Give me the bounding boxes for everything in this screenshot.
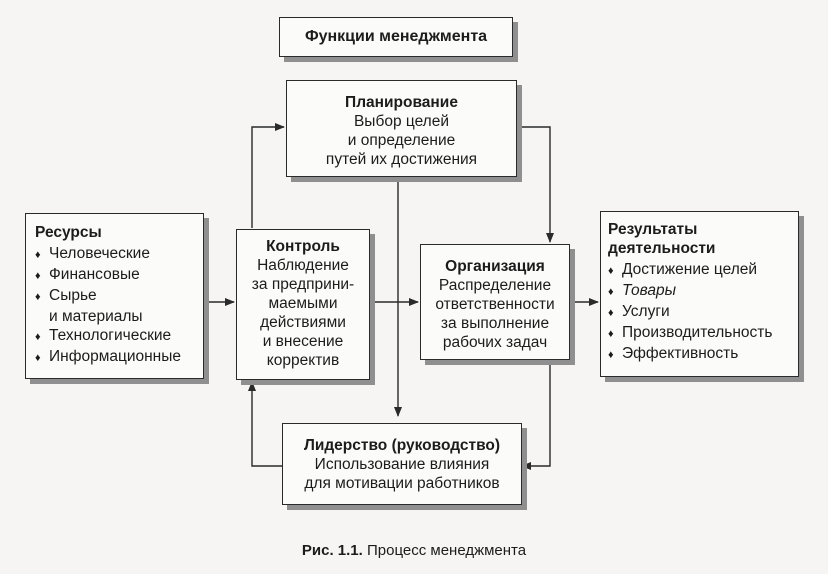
control-line: за предприни- <box>251 276 355 293</box>
bullet-icon: ♦ <box>35 291 41 303</box>
results-title: Результаты <box>608 221 698 238</box>
planning-box: Планирование Выбор целей и определение п… <box>286 80 517 177</box>
bullet-icon: ♦ <box>608 286 614 298</box>
list-item: ♦Информационные <box>35 347 203 368</box>
results-box: Результаты деятельности ♦Достижение целе… <box>600 211 799 377</box>
planning-title: Планирование <box>345 94 458 111</box>
list-item: ♦Финансовые <box>35 265 203 286</box>
results-list: ♦Достижение целей ♦Товары ♦Услуги ♦Произ… <box>608 260 798 365</box>
resources-box: Ресурсы ♦Человеческие ♦Финансовые ♦Сырье… <box>25 213 204 379</box>
results-title: деятельности <box>608 240 716 257</box>
bullet-icon: ♦ <box>35 270 41 282</box>
leadership-title: Лидерство (руководство) <box>303 437 501 454</box>
planning-line: и определение <box>347 132 456 149</box>
control-line: маемыми <box>268 295 338 312</box>
list-item: ♦Сырье <box>35 286 203 307</box>
control-line: корректив <box>266 352 340 369</box>
leadership-box: Лидерство (руководство) Использование вл… <box>282 423 522 505</box>
bullet-icon: ♦ <box>35 331 41 343</box>
organization-title: Организация <box>445 258 545 275</box>
bullet-icon: ♦ <box>608 349 614 361</box>
control-line: действиями <box>260 314 346 331</box>
arrow-leadership-to-control <box>248 381 282 467</box>
arrow-control-to-planning <box>251 123 285 228</box>
organization-line: за выполнение <box>440 315 550 332</box>
list-item: ♦Услуги <box>608 302 798 323</box>
list-item: ♦Достижение целей <box>608 260 798 281</box>
leadership-line: для мотивации работников <box>304 475 500 492</box>
organization-box: Организация Распределение ответственност… <box>420 244 570 360</box>
planning-line: путей их достижения <box>325 151 478 168</box>
functions-header-box: Функции менеджмента <box>279 17 513 57</box>
caption-label: Рис. 1.1. <box>301 542 363 559</box>
list-item: ♦Эффективность <box>608 344 798 365</box>
control-line: Наблюдение <box>257 257 349 274</box>
resources-list: ♦Человеческие ♦Финансовые ♦Сырье и матер… <box>35 244 203 368</box>
caption-text: Процесс менеджмента <box>362 542 527 559</box>
bullet-icon: ♦ <box>35 352 41 364</box>
organization-line: ответственности <box>435 296 555 313</box>
bullet-icon: ♦ <box>608 328 614 340</box>
list-item: и материалы <box>49 308 143 325</box>
bullet-icon: ♦ <box>608 265 614 277</box>
list-item: ♦Технологические <box>35 326 203 347</box>
bullet-icon: ♦ <box>35 249 41 261</box>
organization-line: рабочих задач <box>442 334 548 351</box>
control-title: Контроль <box>266 238 340 255</box>
organization-line: Распределение <box>438 277 552 294</box>
control-box: Контроль Наблюдение за предприни- маемым… <box>236 229 370 380</box>
list-item: ♦Товары <box>608 281 798 302</box>
list-item: ♦Человеческие <box>35 244 203 265</box>
control-line: и внесение <box>262 333 344 350</box>
planning-line: Выбор целей <box>353 113 450 130</box>
leadership-line: Использование влияния <box>314 456 490 473</box>
arrow-organization-to-leadership <box>521 362 551 470</box>
arrow-planning-to-organization <box>518 126 554 243</box>
functions-header-title: Функции менеджмента <box>304 28 488 45</box>
bullet-icon: ♦ <box>608 307 614 319</box>
list-item: ♦Производительность <box>608 323 798 344</box>
resources-title: Ресурсы <box>35 224 102 241</box>
figure-caption: Рис. 1.1. Процесс менеджмента <box>0 542 828 559</box>
